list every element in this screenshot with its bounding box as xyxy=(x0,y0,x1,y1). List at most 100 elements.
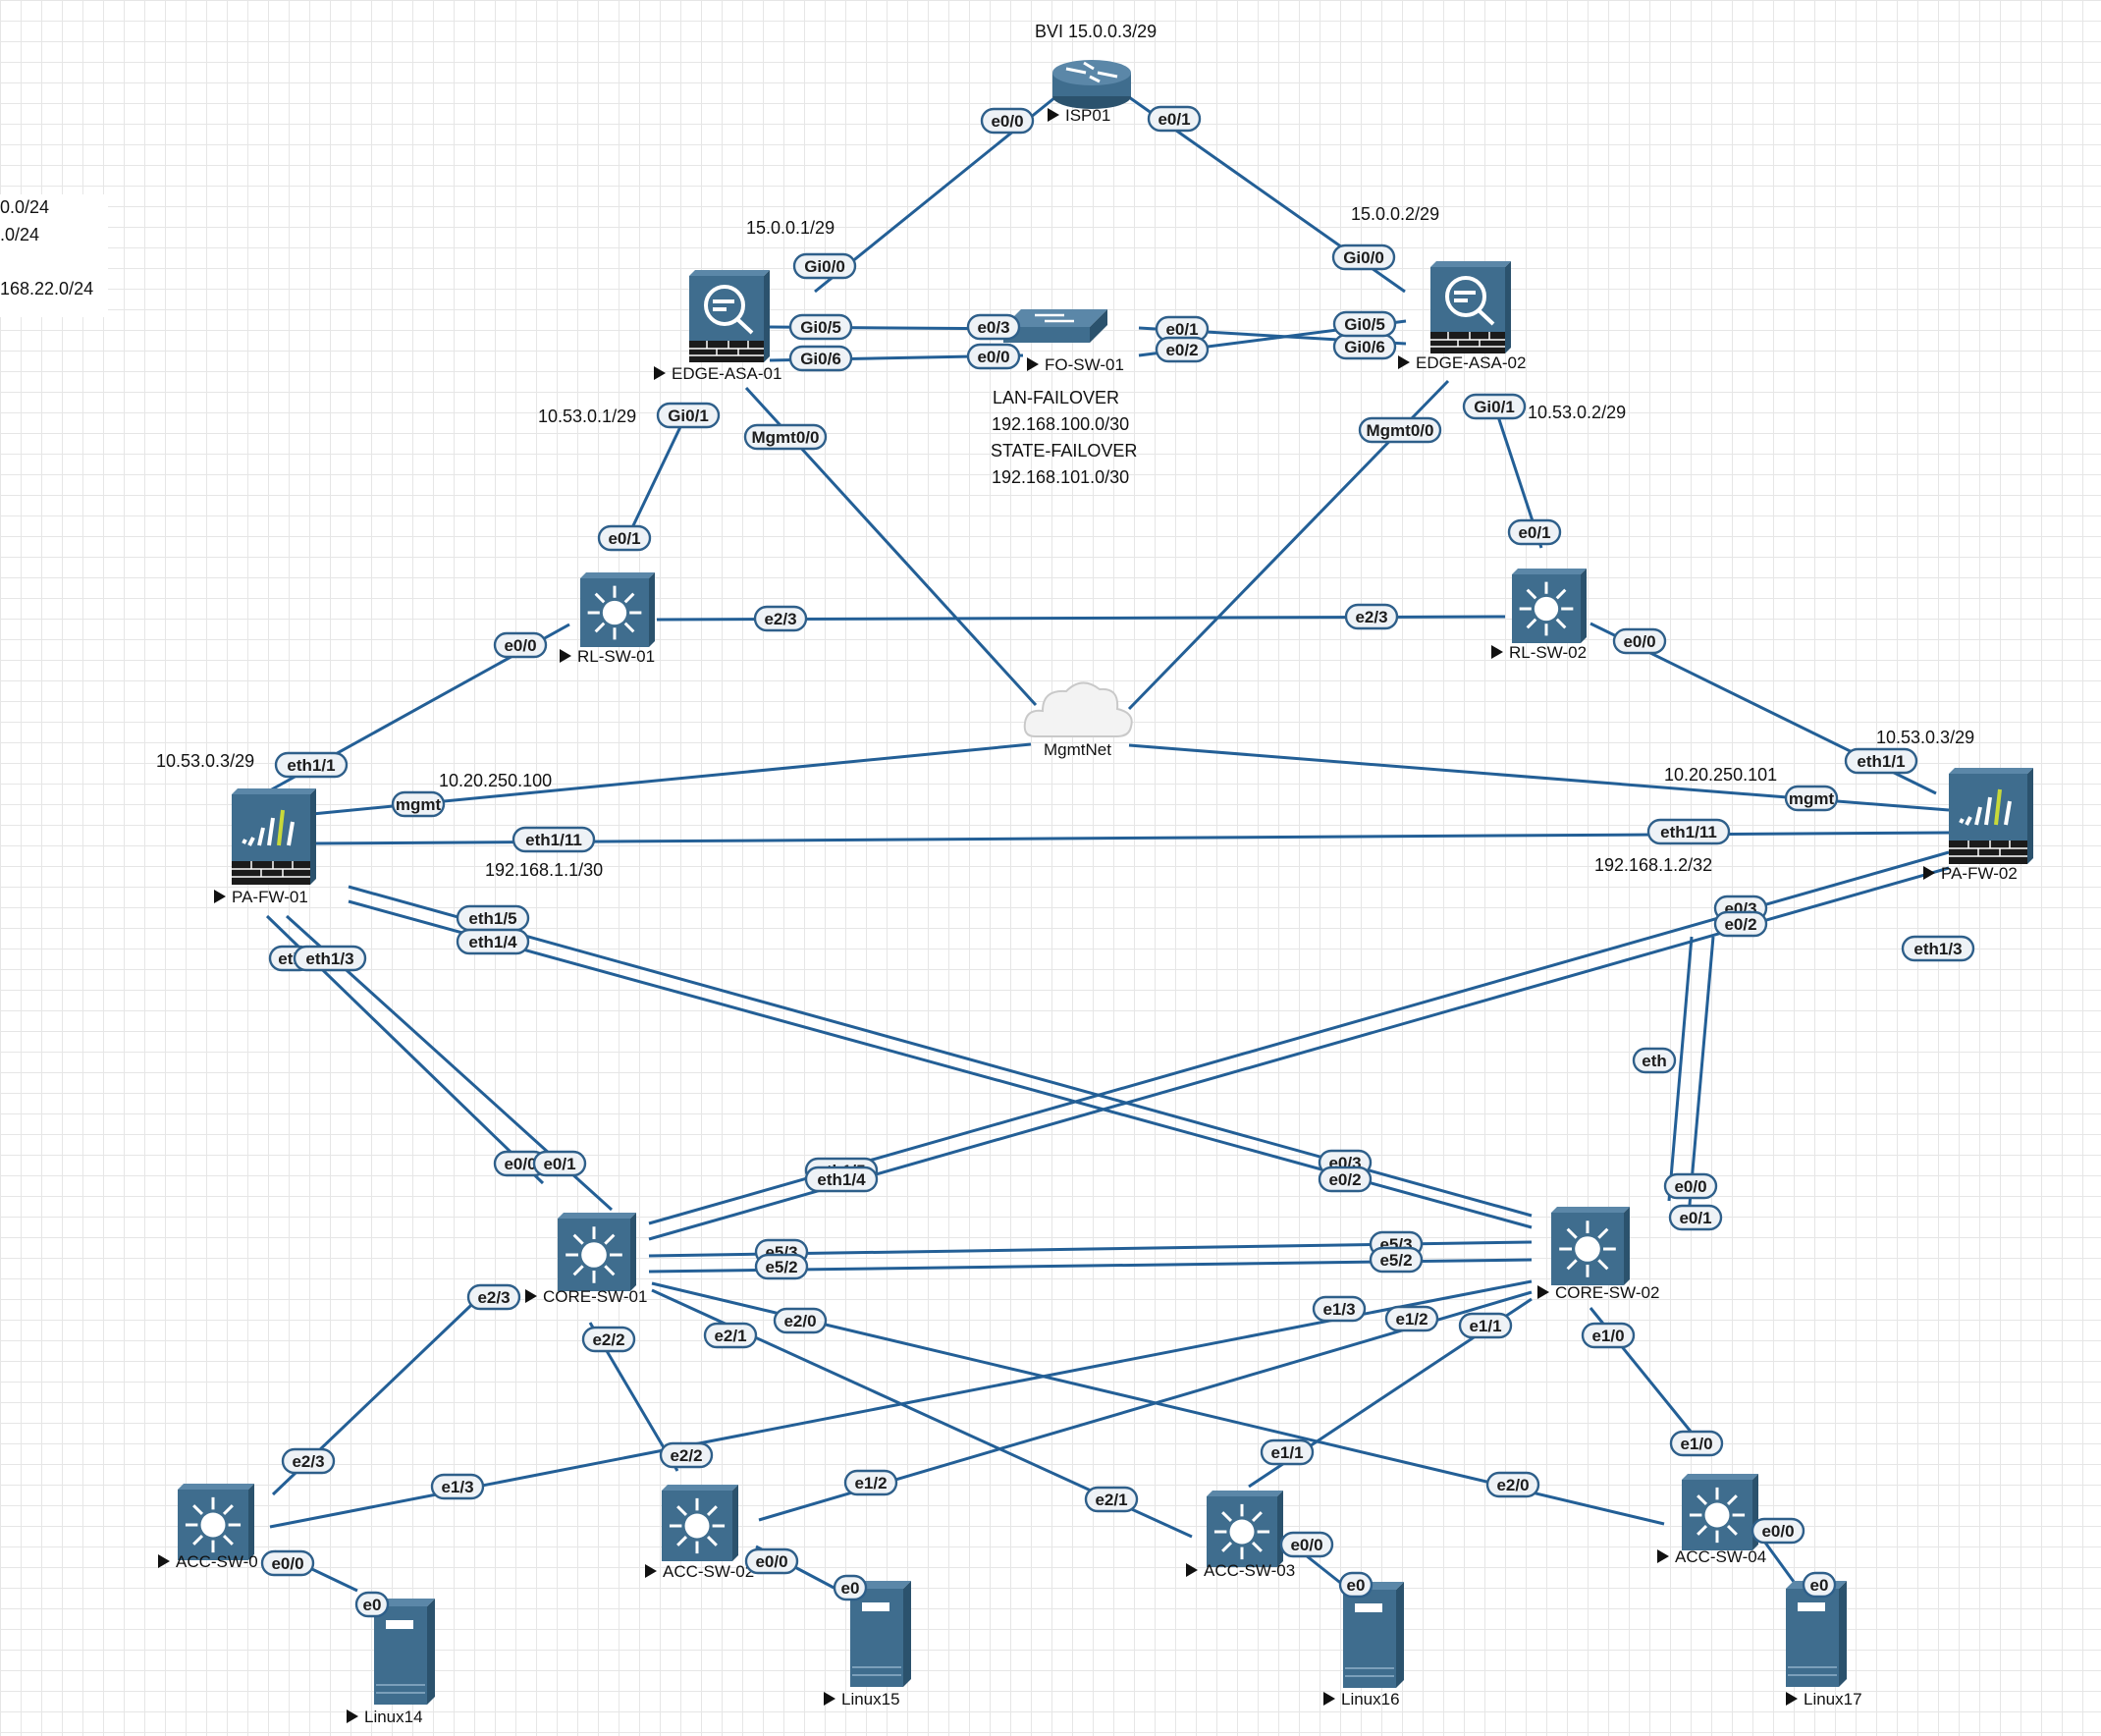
node-isp01[interactable]: ISP01 xyxy=(1048,60,1131,125)
port-label: e0 xyxy=(354,1591,390,1618)
svg-text:eth1/11: eth1/11 xyxy=(525,831,582,849)
node-acc-sw-04[interactable]: ACC-SW-04 xyxy=(1657,1474,1766,1566)
play-icon[interactable] xyxy=(1786,1692,1798,1706)
svg-text:e0/2: e0/2 xyxy=(1724,915,1756,934)
port-label: e1/3 xyxy=(430,1473,485,1500)
port-label: Mgmt0/0 xyxy=(743,423,828,451)
port-label: e2/3 xyxy=(466,1283,521,1311)
node-label: RL-SW-02 xyxy=(1509,643,1587,662)
node-fo-sw-01[interactable]: FO-SW-01 xyxy=(1003,309,1124,374)
play-icon[interactable] xyxy=(654,366,666,380)
node-rl-sw-02[interactable]: RL-SW-02 xyxy=(1491,569,1587,662)
port-label: e2/0 xyxy=(1485,1471,1540,1498)
port-label: e0/0 xyxy=(1751,1517,1805,1545)
left-notes-panel: 0.0/24 .0/24 168.22.0/24 xyxy=(0,194,108,317)
link-edge-asa-01-rl-sw-01[interactable] xyxy=(624,409,690,541)
port-label: e1/0 xyxy=(1669,1430,1724,1457)
l3-switch-icon xyxy=(1207,1491,1283,1567)
node-label: ACC-SW-02 xyxy=(663,1562,754,1581)
port-label: e0/0 xyxy=(980,107,1035,135)
svg-text:e0/1: e0/1 xyxy=(608,529,640,548)
link-pa-fw-02-core-sw-02[interactable] xyxy=(1667,936,1694,1202)
svg-text:Gi0/1: Gi0/1 xyxy=(1474,398,1515,416)
server-icon xyxy=(1786,1581,1847,1687)
node-acc-sw-01[interactable]: ACC-SW-0 xyxy=(158,1484,258,1571)
svg-text:eth1/11: eth1/11 xyxy=(1660,823,1717,841)
node-rl-sw-01[interactable]: RL-SW-01 xyxy=(560,572,655,666)
play-icon[interactable] xyxy=(214,890,226,903)
play-icon[interactable] xyxy=(1657,1549,1669,1563)
node-linux15[interactable]: Linux15 xyxy=(824,1581,911,1709)
node-mgmtnet[interactable]: MgmtNet xyxy=(1023,681,1133,759)
port-label: e1/2 xyxy=(1384,1305,1439,1332)
switch-icon xyxy=(1003,309,1107,343)
port-label: e0/2 xyxy=(1318,1166,1373,1193)
play-icon[interactable] xyxy=(158,1554,170,1568)
note-text: .0/24 xyxy=(0,225,40,244)
port-label: e2/1 xyxy=(1084,1486,1139,1513)
svg-text:e0/1: e0/1 xyxy=(1158,110,1190,129)
node-edge-asa-01[interactable]: EDGE-ASA-01 xyxy=(654,270,781,383)
node-label: CORE-SW-02 xyxy=(1555,1283,1659,1302)
node-label: CORE-SW-01 xyxy=(543,1287,647,1306)
port-label: e1/1 xyxy=(1458,1312,1513,1339)
play-icon[interactable] xyxy=(560,649,571,663)
cloud-icon xyxy=(1023,681,1133,737)
node-label: EDGE-ASA-01 xyxy=(672,364,781,383)
node-edge-asa-02[interactable]: EDGE-ASA-02 xyxy=(1398,261,1526,372)
port-label: e0/0 xyxy=(493,631,548,659)
port-label: e0/2 xyxy=(1713,910,1768,938)
play-icon[interactable] xyxy=(1186,1563,1198,1577)
play-icon[interactable] xyxy=(1537,1285,1549,1299)
node-linux16[interactable]: Linux16 xyxy=(1323,1582,1404,1709)
play-icon[interactable] xyxy=(1398,355,1410,369)
svg-text:e0/1: e0/1 xyxy=(1165,320,1198,339)
node-linux14[interactable]: Linux14 xyxy=(347,1599,435,1726)
port-label: Gi0/0 xyxy=(792,252,857,280)
play-icon[interactable] xyxy=(1491,645,1503,659)
play-icon[interactable] xyxy=(1323,1692,1335,1706)
port-label: e1/2 xyxy=(843,1469,898,1496)
ip-annotation: 10.53.0.1/29 xyxy=(538,407,636,426)
node-linux17[interactable]: Linux17 xyxy=(1786,1581,1862,1709)
asa-firewall-icon xyxy=(689,270,770,362)
port-label: eth1/3 xyxy=(1901,935,1975,962)
node-core-sw-01[interactable]: CORE-SW-01 xyxy=(525,1213,647,1306)
svg-text:e2/2: e2/2 xyxy=(592,1330,624,1349)
svg-text:e0/0: e0/0 xyxy=(977,348,1009,366)
ip-annotation: 15.0.0.2/29 xyxy=(1351,204,1439,224)
play-icon[interactable] xyxy=(347,1709,358,1723)
play-icon[interactable] xyxy=(645,1564,657,1578)
svg-text:e0/0: e0/0 xyxy=(504,1155,536,1173)
port-label: e5/2 xyxy=(1369,1246,1424,1274)
ip-annotation: 192.168.101.0/30 xyxy=(992,467,1129,487)
svg-text:eth1/1: eth1/1 xyxy=(287,756,335,775)
link-pa-fw-02-core-sw-02[interactable] xyxy=(1687,936,1715,1217)
node-pa-fw-01[interactable]: PA-FW-01 xyxy=(214,788,316,906)
play-icon[interactable] xyxy=(824,1692,835,1706)
svg-text:e1/1: e1/1 xyxy=(1469,1317,1501,1335)
play-icon[interactable] xyxy=(1923,866,1935,880)
node-acc-sw-03[interactable]: ACC-SW-03 xyxy=(1186,1491,1295,1580)
node-core-sw-02[interactable]: CORE-SW-02 xyxy=(1537,1207,1659,1302)
svg-text:e0/0: e0/0 xyxy=(271,1554,303,1573)
ip-annotation: 10.20.250.100 xyxy=(439,771,552,790)
port-label: e0 xyxy=(1338,1571,1374,1599)
node-label: FO-SW-01 xyxy=(1045,355,1124,374)
svg-text:e2/3: e2/3 xyxy=(1355,608,1387,626)
node-acc-sw-02[interactable]: ACC-SW-02 xyxy=(645,1485,754,1581)
svg-text:e2/3: e2/3 xyxy=(477,1288,510,1307)
ip-annotation: 10.53.0.3/29 xyxy=(1876,728,1974,747)
svg-text:e0/2: e0/2 xyxy=(1328,1170,1361,1189)
play-icon[interactable] xyxy=(1027,357,1039,371)
play-icon[interactable] xyxy=(525,1289,537,1303)
svg-text:Mgmt0/0: Mgmt0/0 xyxy=(1367,421,1434,440)
port-label: Gi0/6 xyxy=(788,345,853,372)
svg-text:e2/0: e2/0 xyxy=(1496,1476,1529,1494)
port-label: Gi0/5 xyxy=(788,313,853,341)
svg-text:Gi0/5: Gi0/5 xyxy=(1344,315,1385,334)
node-pa-fw-02[interactable]: PA-FW-02 xyxy=(1923,768,2033,883)
play-icon[interactable] xyxy=(1048,108,1059,122)
